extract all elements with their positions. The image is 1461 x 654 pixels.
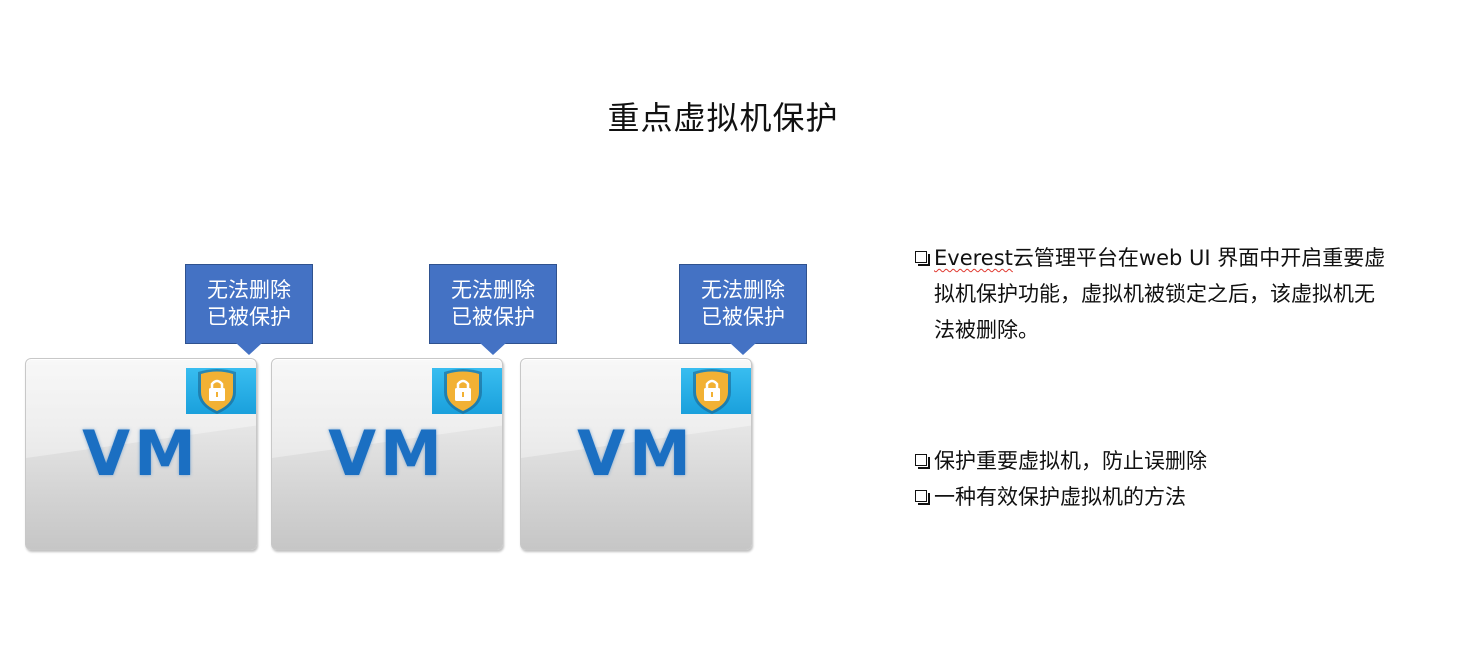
- vm-card-1: VM: [25, 358, 257, 550]
- vm-card-2: VM: [271, 358, 503, 550]
- lock-shield-icon: [432, 368, 502, 414]
- bullet-text: 保护重要虚拟机，防止误删除: [934, 449, 1207, 473]
- callout-line-1: 无法删除: [701, 278, 785, 302]
- vm-label: VM: [577, 417, 695, 490]
- bullet-text-line2: 拟机保护功能，虚拟机被锁定之后，该虚拟机无: [934, 282, 1375, 306]
- callout-line-1: 无法删除: [207, 278, 291, 302]
- vm-card-3: VM: [520, 358, 752, 550]
- protection-callout-2: 无法删除 已被保护: [429, 264, 557, 355]
- checkbox-bullet-icon: [915, 251, 930, 266]
- protection-callout-3: 无法删除 已被保护: [679, 264, 807, 355]
- vm-label: VM: [82, 417, 200, 490]
- callout-line-1: 无法删除: [451, 278, 535, 302]
- callout-line-2: 已被保护: [451, 305, 535, 329]
- checkbox-bullet-icon: [915, 490, 930, 505]
- slide-title: 重点虚拟机保护: [607, 99, 839, 137]
- bullet-text-line3: 法被删除。: [934, 318, 1039, 342]
- bullet-item-feature: Everest云管理平台在web UI 界面中开启重要虚 拟机保护功能，虚拟机被…: [912, 240, 1432, 348]
- bullet-list-top: Everest云管理平台在web UI 界面中开启重要虚 拟机保护功能，虚拟机被…: [912, 240, 1432, 348]
- bullet-item-method: 一种有效保护虚拟机的方法: [912, 479, 1432, 515]
- checkbox-bullet-icon: [915, 454, 930, 469]
- bullet-list-bottom: 保护重要虚拟机，防止误删除 一种有效保护虚拟机的方法: [912, 443, 1432, 515]
- bullet-text: 一种有效保护虚拟机的方法: [934, 485, 1186, 509]
- lock-shield-icon: [186, 368, 256, 414]
- callout-line-2: 已被保护: [701, 305, 785, 329]
- vm-label: VM: [328, 417, 446, 490]
- callout-line-2: 已被保护: [207, 305, 291, 329]
- bullet-item-protect: 保护重要虚拟机，防止误删除: [912, 443, 1432, 479]
- brand-name: Everest: [934, 246, 1013, 270]
- bullet-text-line1: 云管理平台在web UI 界面中开启重要虚: [1012, 246, 1386, 270]
- protection-callout-1: 无法删除 已被保护: [185, 264, 313, 355]
- lock-shield-icon: [681, 368, 751, 414]
